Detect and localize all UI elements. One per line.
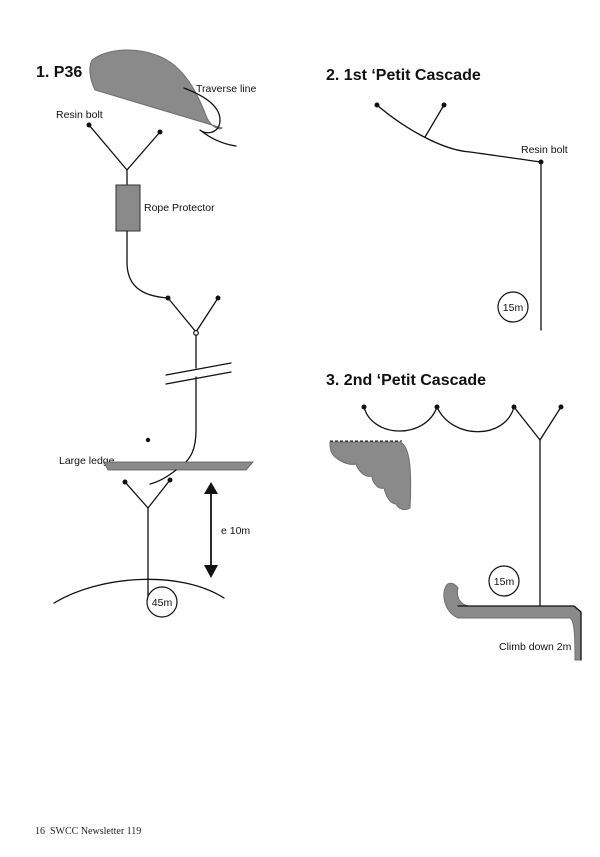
diagram1-title: 1. P36 xyxy=(36,64,82,81)
diagram-p36: 1. P36 Traverse line Resin bolt Rope Pro… xyxy=(36,49,256,618)
resin-bolt-label: Resin bolt xyxy=(56,109,103,121)
height-arrow-down xyxy=(204,565,218,578)
d3-climb-down-label: Climb down 2m xyxy=(499,641,572,653)
diagram3-title: 3. 2nd ‘Petit Cascade xyxy=(326,372,486,389)
height-label: e 10m xyxy=(221,525,250,537)
diagram-1st-petit-cascade: 2. 1st ‘Petit Cascade Resin bolt 15m xyxy=(326,67,568,331)
spot-bolt xyxy=(145,437,151,443)
publication-name: SWCC Newsletter 119 xyxy=(50,826,141,837)
d2-sling xyxy=(424,104,445,138)
rope-lower xyxy=(175,376,197,471)
y-hang-1 xyxy=(88,124,161,171)
page-footer: 16 SWCC Newsletter 119 xyxy=(35,826,141,837)
rope-to-rebelay xyxy=(126,230,169,299)
d2-traverse xyxy=(376,104,542,163)
height-arrow-up xyxy=(204,482,218,494)
break-mark-top xyxy=(165,362,232,376)
rope-protector xyxy=(115,184,141,232)
page-number: 16 xyxy=(35,826,45,837)
d3-ledge-edge xyxy=(457,605,582,661)
d2-depth-label: 15m xyxy=(503,302,524,314)
traverse-line xyxy=(183,87,237,147)
d3-rock-left xyxy=(329,441,412,511)
depth-label: 45m xyxy=(152,597,173,609)
rope-over-ledge xyxy=(149,469,177,485)
depth-circle xyxy=(146,586,178,618)
d3-traverse-swag-2 xyxy=(436,406,515,433)
rock-overhang xyxy=(89,49,223,130)
pitch-floor xyxy=(53,578,225,604)
large-ledge xyxy=(103,461,254,471)
traverse-line-label: Traverse line xyxy=(196,83,256,95)
rope-protector-label: Rope Protector xyxy=(144,202,215,214)
d2-depth-circle xyxy=(497,291,529,323)
large-ledge-label: Large ledge xyxy=(59,455,115,467)
d3-depth-circle xyxy=(488,565,520,597)
diagram2-title: 2. 1st ‘Petit Cascade xyxy=(326,67,481,84)
diagram-2nd-petit-cascade: 3. 2nd ‘Petit Cascade 15m Climb down 2m xyxy=(326,372,582,661)
d2-resin-bolt-label: Resin bolt xyxy=(521,144,568,156)
y-hang-2 xyxy=(167,297,219,333)
d3-depth-label: 15m xyxy=(494,576,515,588)
y-hang-3 xyxy=(124,479,171,509)
d3-traverse-swag-1 xyxy=(363,406,438,432)
d3-y-hang xyxy=(513,406,562,441)
break-mark-bottom xyxy=(165,371,232,385)
